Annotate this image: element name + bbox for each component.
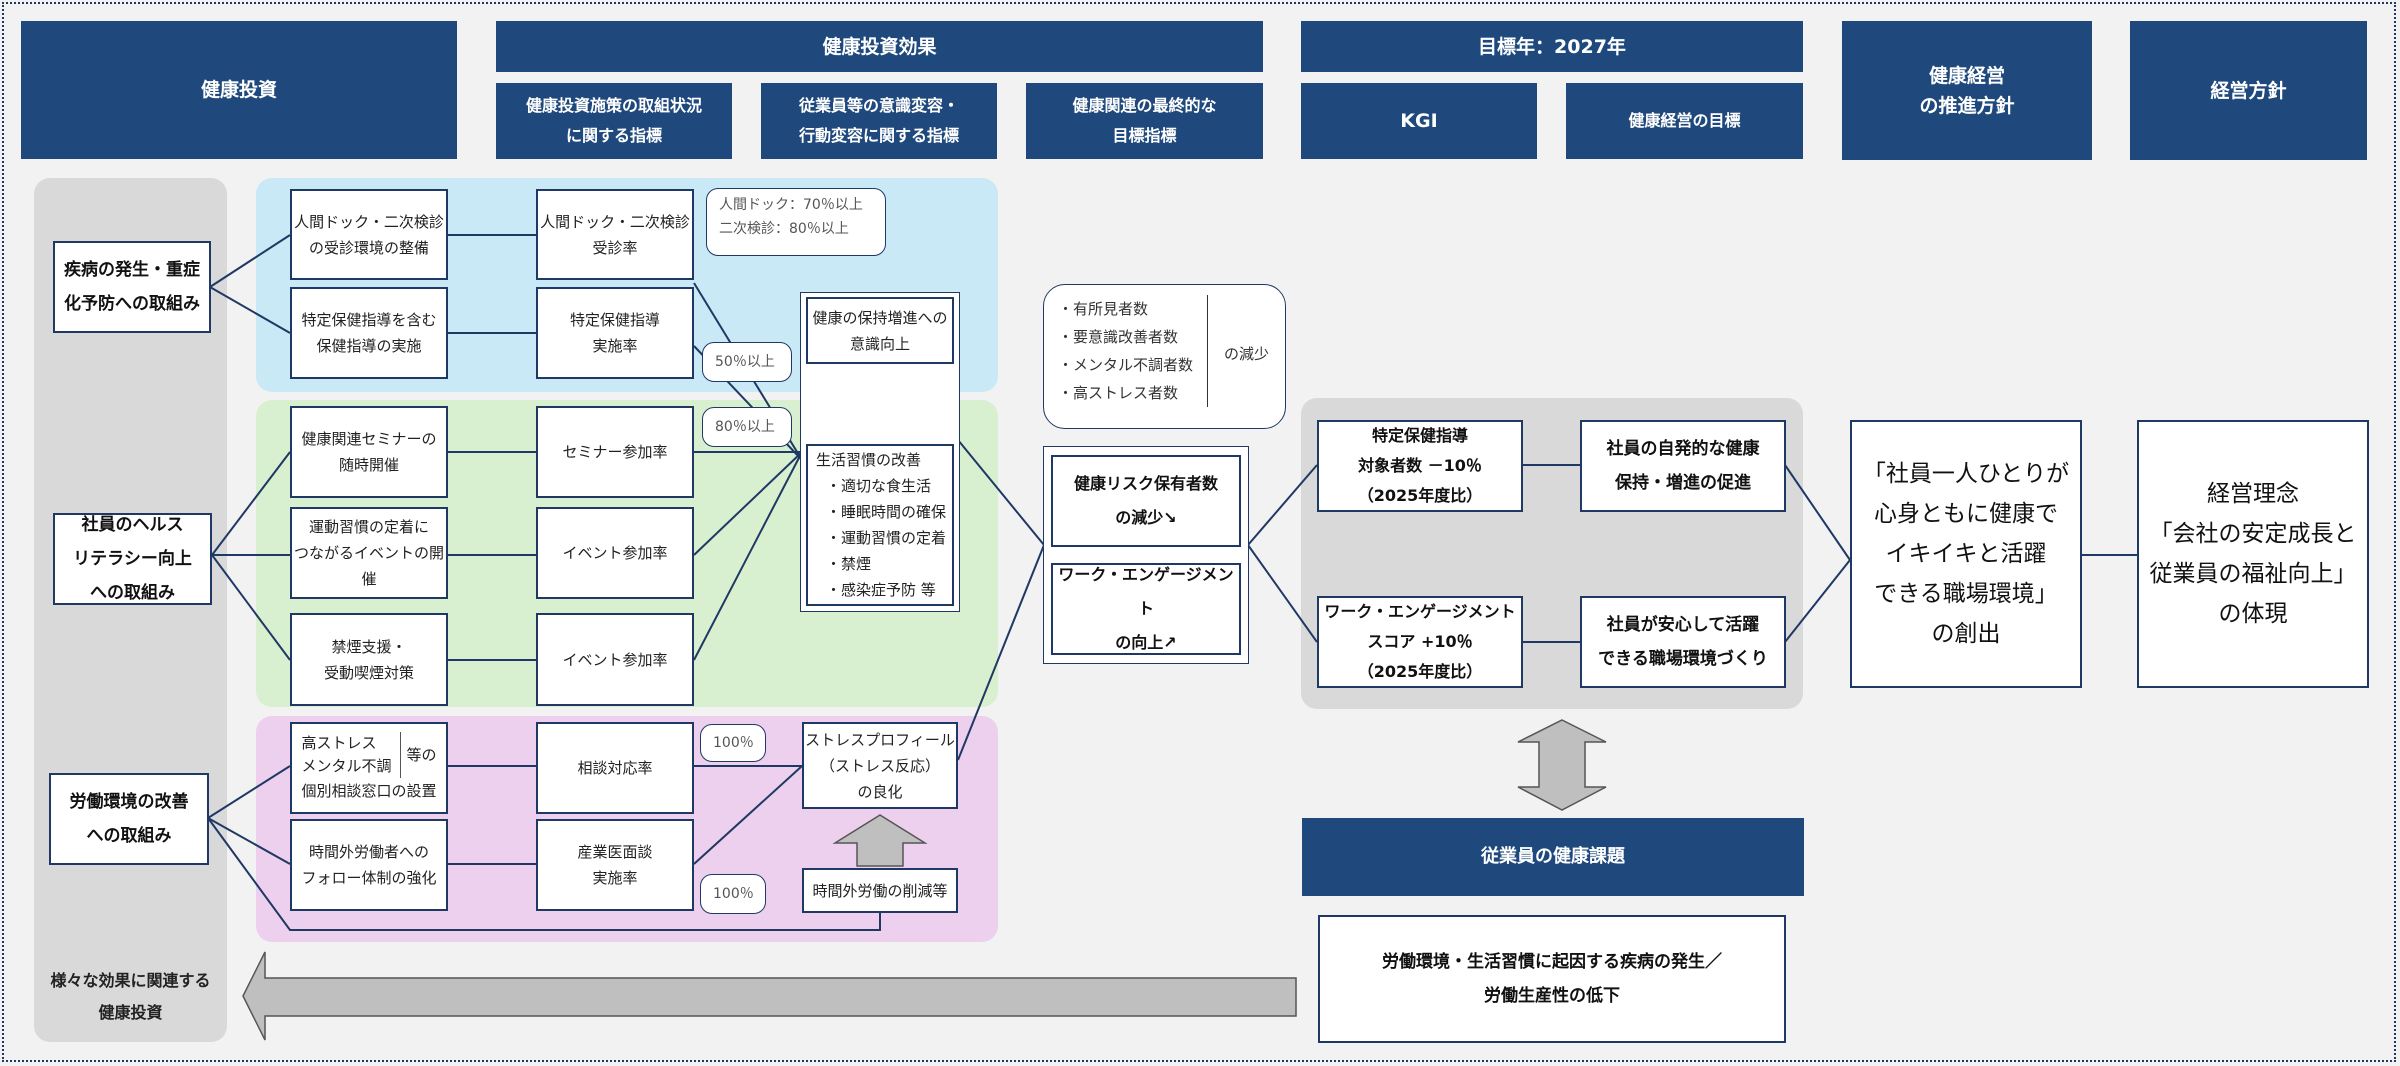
measure-checkup-environment: 人間ドック・二次検診 の受診環境の整備 xyxy=(290,189,448,280)
header-health-investment: 健康投資 xyxy=(21,21,457,159)
connector xyxy=(209,234,291,288)
connector xyxy=(211,451,291,556)
overtime-reduction: 時間外労働の削減等 xyxy=(802,868,958,913)
connector xyxy=(1247,544,1318,643)
measure-health-guidance: 特定保健指導を含む 保健指導の実施 xyxy=(290,287,448,379)
kgi-engagement-score: ワーク・エンゲージメント スコア +10％ （2025年度比） xyxy=(1317,596,1523,688)
connector xyxy=(693,451,803,661)
measure-consultation-desk: 高ストレス メンタル不調 等の 個別相談窓口の設置 xyxy=(290,722,448,814)
connector xyxy=(693,765,803,865)
measure-seminar: 健康関連セミナーの 随時開催 xyxy=(290,406,448,498)
connector xyxy=(957,544,1045,761)
callout-item: ・メンタル不調者数 xyxy=(1058,356,1194,374)
header-promotion-policy: 健康経営 の推進方針 xyxy=(1842,21,2092,160)
promotion-policy-text: 「社員一人ひとりが 心身ともに健康で イキイキと活躍 できる職場環境」 の創出 xyxy=(1850,420,2082,688)
indicator-guidance-rate: 特定保健指導 実施率 xyxy=(536,287,694,379)
callout-suffix: の減少 xyxy=(1224,345,1270,363)
stress-tail: 個別相談窓口の設置 xyxy=(301,782,437,800)
indicator-seminar-rate: セミナー参加率 xyxy=(536,406,694,498)
stress-profile-improvement: ストレスプロフィール （ストレス反応） の良化 xyxy=(802,722,958,809)
callout-item: ・有所見者数 xyxy=(1058,300,1149,318)
connector xyxy=(1784,464,1851,561)
left-arrow-icon xyxy=(242,951,1297,1041)
management-philosophy-text: 経営理念 「会社の安定成長と 従業員の福祉向上」 の体現 xyxy=(2137,420,2369,688)
target-seminar: 80％以上 xyxy=(702,407,792,447)
connector xyxy=(1784,559,1851,643)
goal-safe-workplace: 社員が安心して活躍 できる職場環境づくり xyxy=(1580,596,1786,688)
header-health-management-goal: 健康経営の目標 xyxy=(1566,83,1803,159)
header-target-year: 目標年：2027年 xyxy=(1301,21,1803,72)
connector xyxy=(209,286,291,334)
initiative-disease-prevention: 疾病の発生・重症 化予防への取組み xyxy=(53,241,211,333)
engagement-improvement: ワーク・エンゲージメント の向上↗ xyxy=(1051,563,1241,655)
callout-item: ・要意識改善者数 xyxy=(1058,328,1179,346)
up-arrow-icon xyxy=(832,814,928,867)
lifestyle-item: ・感染症予防 等 xyxy=(826,581,936,599)
goal-voluntary-health: 社員の自発的な健康 保持・増進の促進 xyxy=(1580,420,1786,512)
header-kgi: KGI xyxy=(1301,83,1537,159)
indicator-event-rate-smoking: イベント参加率 xyxy=(536,613,694,706)
measure-exercise-event: 運動習慣の定着に つながるイベントの開催 xyxy=(290,507,448,599)
target-doctor: 100％ xyxy=(700,874,766,914)
related-investment-label: 様々な効果に関連する 健康投資 xyxy=(50,971,211,1022)
header-management-policy: 経営方針 xyxy=(2130,21,2367,160)
lifestyle-improvement: 生活習慣の改善 ・適切な食生活 ・睡眠時間の確保 ・運動習慣の定着 ・禁煙 ・感… xyxy=(806,444,954,606)
header-effect-final-indicator: 健康関連の最終的な 目標指標 xyxy=(1026,83,1263,159)
final-indicator-callout: ・有所見者数 ・要意識改善者数 ・メンタル不調者数 ・高ストレス者数 の減少 xyxy=(1043,284,1286,429)
callout-item: ・高ストレス者数 xyxy=(1058,384,1179,402)
target-consult: 100％ xyxy=(700,724,766,762)
awareness-improvement: 健康の保持増進への 意識向上 xyxy=(806,297,954,364)
lifestyle-item: ・禁煙 xyxy=(826,555,872,573)
stress-suffix: 等の xyxy=(406,746,437,764)
initiative-work-environment: 労働環境の改善 への取組み xyxy=(49,773,209,865)
stress-items: 高ストレス メンタル不調 xyxy=(301,732,401,778)
indicator-consult-rate: 相談対応率 xyxy=(536,722,694,814)
target-guidance: 50％以上 xyxy=(702,342,792,382)
header-investment-effect: 健康投資効果 xyxy=(496,21,1263,72)
lifestyle-item: ・運動習慣の定着 xyxy=(826,529,947,547)
double-arrow-vertical-icon xyxy=(1517,719,1607,811)
connector xyxy=(207,817,881,931)
header-effect-initiative-status: 健康投資施策の取組状況 に関する指標 xyxy=(496,83,732,159)
indicator-checkup-rate: 人間ドック・二次検診 受診率 xyxy=(536,189,694,280)
employee-health-issues-header: 従業員の健康課題 xyxy=(1302,818,1804,896)
lifestyle-title: 生活習慣の改善 xyxy=(816,451,922,469)
measure-smoking: 禁煙支援・ 受動喫煙対策 xyxy=(290,613,448,706)
connector xyxy=(207,765,291,819)
initiative-health-literacy: 社員のヘルス リテラシー向上 への取組み xyxy=(53,513,212,605)
indicator-doctor-interview-rate: 産業医面談 実施率 xyxy=(536,819,694,911)
target-checkup: 人間ドック：70％以上 二次検診：80％以上 xyxy=(706,188,886,256)
connector xyxy=(207,817,291,865)
connector xyxy=(211,554,291,661)
indicator-event-rate: イベント参加率 xyxy=(536,507,694,599)
header-effect-behavior-change: 従業員等の意識変容・ 行動変容に関する指標 xyxy=(761,83,997,159)
kgi-guidance-target: 特定保健指導 対象者数 －10％ （2025年度比） xyxy=(1317,420,1523,512)
measure-overtime-follow: 時間外労働者への フォロー体制の強化 xyxy=(290,819,448,911)
employee-health-issues-text: 労働環境・生活習慣に起因する疾病の発生／ 労働生産性の低下 xyxy=(1318,915,1786,1043)
lifestyle-item: ・適切な食生活 xyxy=(826,477,932,495)
health-risk-reduction: 健康リスク保有者数 の減少↘ xyxy=(1051,455,1241,547)
connector xyxy=(693,451,803,556)
lifestyle-item: ・睡眠時間の確保 xyxy=(826,503,947,521)
connector xyxy=(1247,464,1318,546)
connector xyxy=(957,439,1045,546)
